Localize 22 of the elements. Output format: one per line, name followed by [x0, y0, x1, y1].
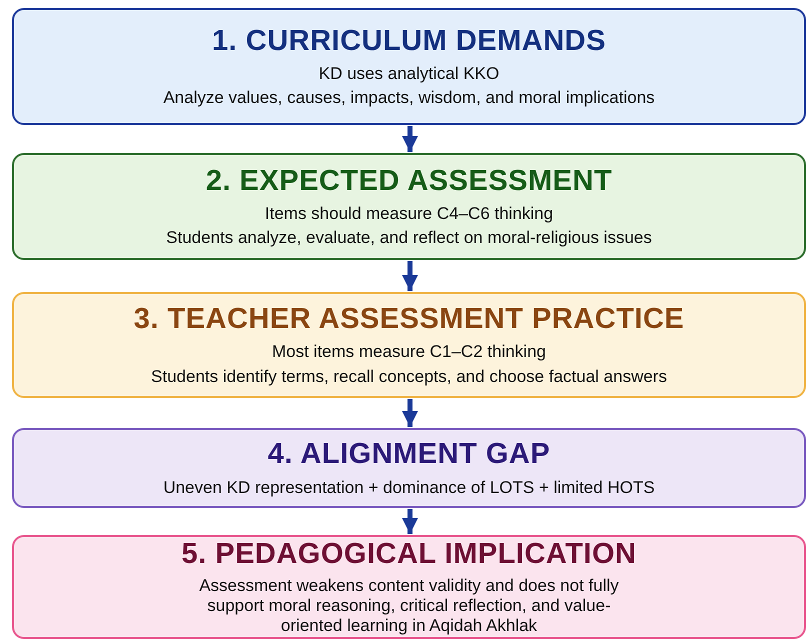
box-text: Most items measure C1–C2 thinking: [272, 341, 546, 363]
box-heading: 3. TEACHER ASSESSMENT PRACTICE: [134, 303, 684, 336]
process-box: [12, 428, 806, 508]
process-box: [12, 153, 806, 260]
box-text: Items should measure C4–C6 thinking: [264, 202, 554, 224]
arrow: [402, 399, 418, 427]
arrow: [402, 509, 418, 534]
box-text: Assessment weakens content validity and does not fully support moral reasoning, critical reflection, and value-oriented learning in Aqidah Akhlak: [198, 576, 620, 636]
box-heading: 4. ALIGNMENT GAP: [268, 438, 550, 472]
box-text: Analyze values, causes, impacts, wisdom, and moral implications: [163, 87, 655, 108]
box-text: KD uses analytical KKO: [318, 62, 500, 84]
process-box: [12, 8, 806, 125]
arrow: [402, 261, 418, 291]
process-box: [12, 535, 806, 639]
arrow: [402, 126, 418, 152]
box-heading: 1. CURRICULUM DEMANDS: [212, 24, 606, 58]
box-text: Uneven KD representation + dominance of LOTS + limited HOTS: [163, 476, 655, 498]
box-text: Students analyze, evaluate, and reflect on moral-religious issues: [166, 227, 652, 248]
box-heading: 2. EXPECTED ASSESSMENT: [206, 164, 612, 198]
box-text: Students identify terms, recall concepts, and choose factual answers: [151, 366, 667, 387]
process-box: [12, 292, 806, 398]
box-heading: 5. PEDAGOGICAL IMPLICATION: [181, 538, 636, 572]
